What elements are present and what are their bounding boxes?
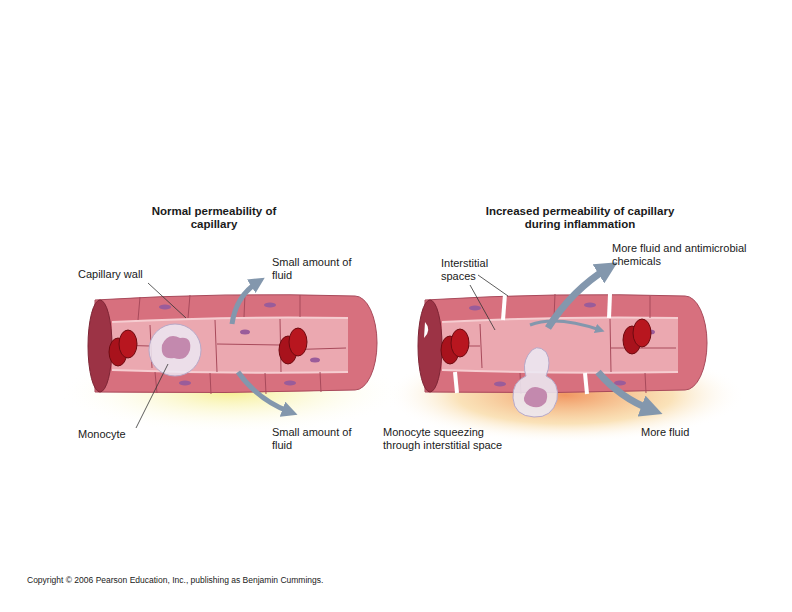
red-blood-cell	[289, 328, 307, 356]
fluid-label: More fluid	[641, 426, 731, 439]
fluid-label: Small amount of fluid	[272, 426, 362, 452]
part-label: Monocyte squeezing through interstitial …	[383, 426, 523, 452]
panel-heading: Normal permeability of capillary	[144, 205, 284, 231]
normal-capillary	[88, 282, 377, 412]
fluid-arrow	[530, 321, 600, 330]
leader-line	[136, 275, 508, 428]
red-blood-cell	[633, 319, 651, 347]
part-label: Interstitial spaces	[441, 257, 503, 283]
part-label: Monocyte	[78, 428, 158, 441]
part-label: Capillary wall	[78, 268, 168, 281]
fluid-arrow	[548, 268, 608, 328]
fluid-arrow	[238, 372, 290, 412]
inflamed-capillary	[418, 268, 707, 417]
copyright-note: Copyright © 2006 Pearson Education, Inc.…	[27, 575, 323, 585]
panel-heading: Increased permeability of capillary duri…	[467, 205, 693, 231]
fluid-label: More fluid and antimicrobial chemicals	[612, 242, 764, 268]
red-blood-cell	[451, 329, 469, 357]
squeezing-monocyte	[513, 348, 558, 417]
monocyte-cell	[149, 324, 201, 376]
fluid-arrow	[598, 372, 652, 410]
red-blood-cell	[119, 330, 137, 358]
fluid-label: Small amount of fluid	[272, 256, 362, 282]
fluid-arrow	[232, 282, 258, 324]
